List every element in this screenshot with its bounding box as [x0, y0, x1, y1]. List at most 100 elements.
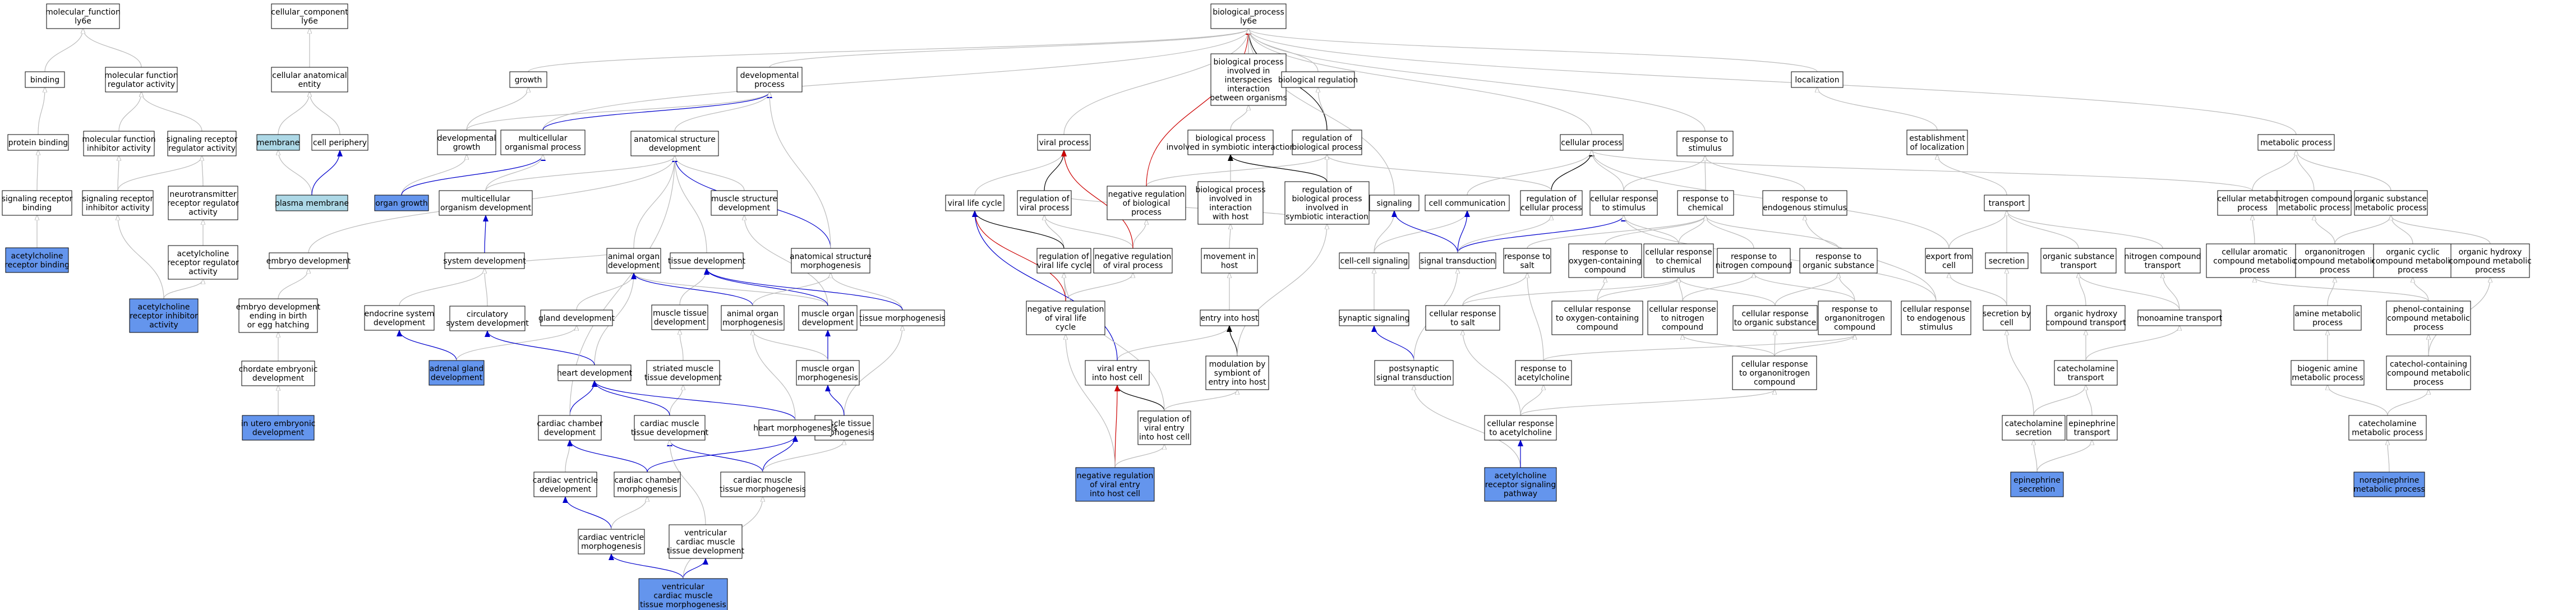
term-node-embryodev[interactable]: embryo development [266, 252, 351, 269]
term-node-viralprocess[interactable]: viral process [1037, 134, 1091, 151]
term-node-cellproc[interactable]: cellular process [1560, 134, 1624, 151]
term-node-binding[interactable]: binding [25, 71, 65, 88]
term-node-organgrowth[interactable]: organ growth [374, 195, 429, 211]
term-node-cellcell[interactable]: cell-cell signaling [1339, 252, 1409, 269]
term-node-metabolic[interactable]: metabolic process [2257, 134, 2335, 151]
term-node-membrane[interactable]: membrane [256, 134, 300, 151]
term-node-transport[interactable]: transport [1984, 195, 2030, 211]
term-node-monoamine[interactable]: monoamine transport [2137, 309, 2223, 326]
term-node-viralcycle[interactable]: viral life cycle [945, 195, 1004, 211]
term-node-tissuedev[interactable]: tissue development [668, 252, 746, 269]
term-node-signaling[interactable]: signaling [1369, 195, 1420, 211]
term-node-growth[interactable]: growth [509, 71, 547, 88]
term-node-tissuemorph[interactable]: tissue morphogenesis [859, 309, 946, 326]
term-node-cellcomm[interactable]: cell communication [1425, 195, 1510, 211]
term-node-secretion[interactable]: secretion [1985, 252, 2029, 269]
term-node-entry[interactable]: entry into host [1200, 309, 1259, 326]
term-node-plasmamembrane[interactable]: plasma membrane [275, 195, 349, 211]
term-node-sigtrans[interactable]: signal transduction [1419, 252, 1496, 269]
